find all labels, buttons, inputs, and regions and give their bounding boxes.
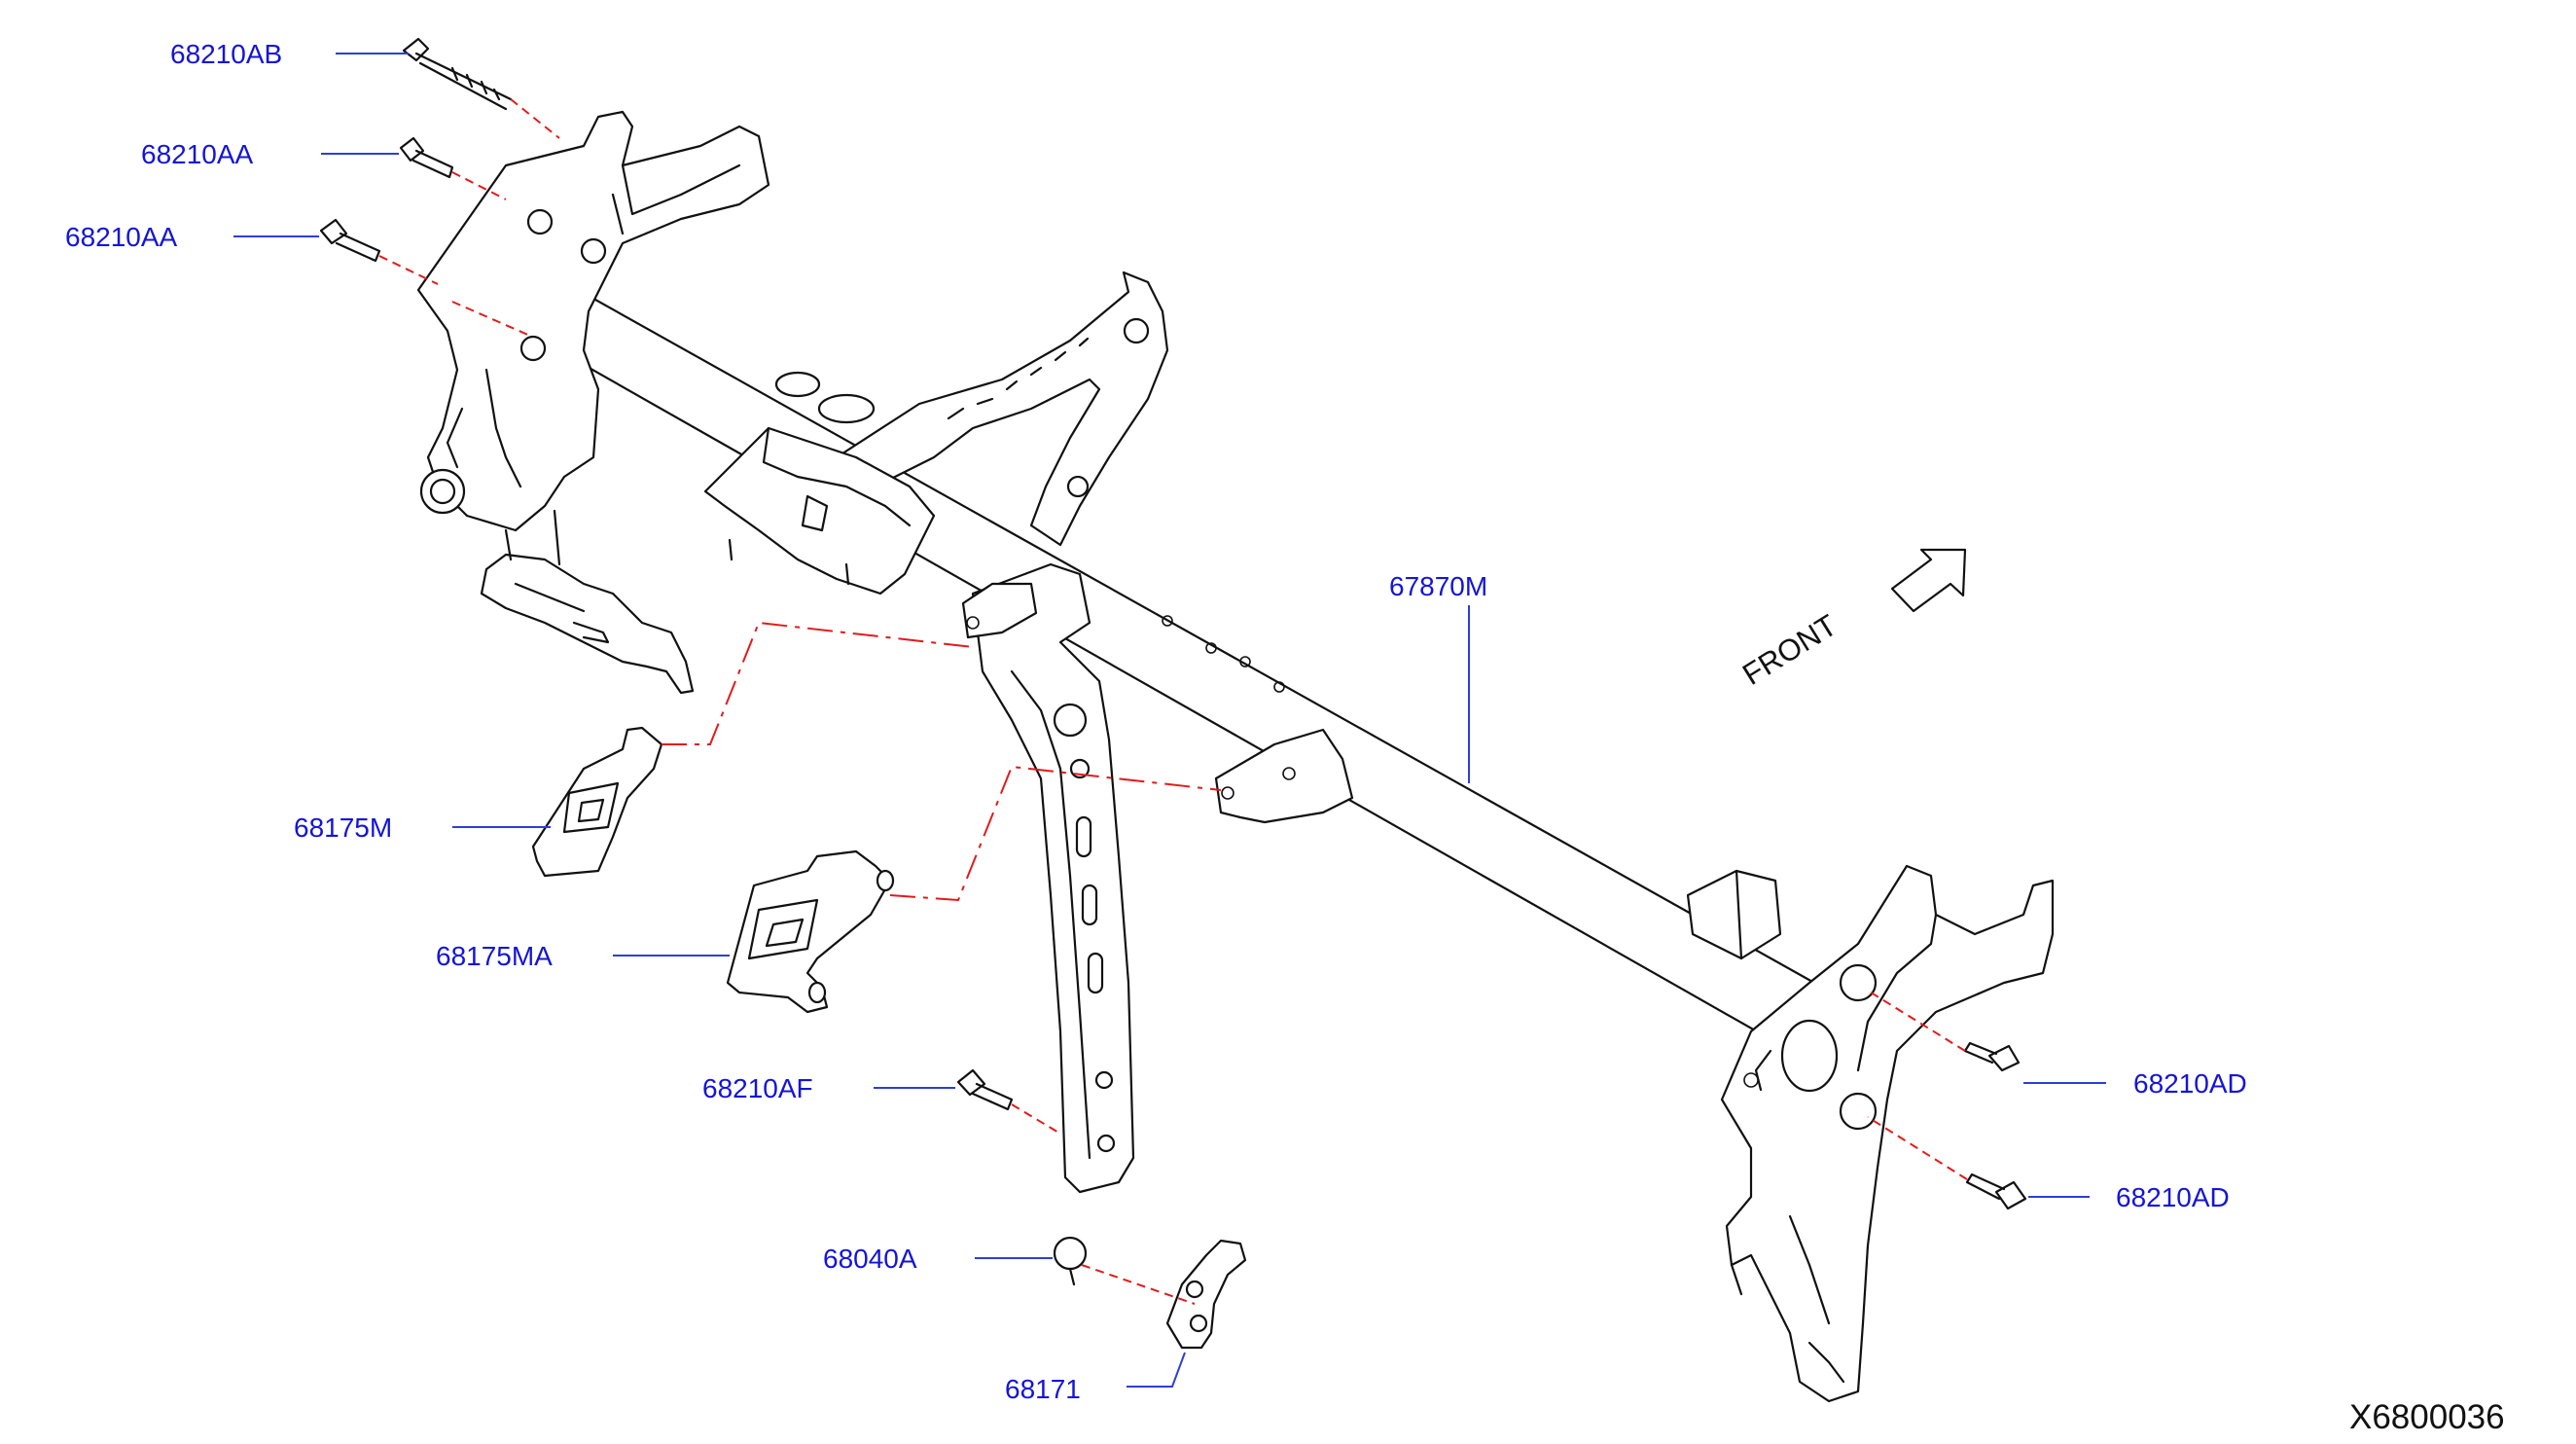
center-vertical-stay: [961, 562, 1135, 1194]
bolt-68210af: [956, 1068, 1014, 1111]
bolt-68210ad-lower: [1965, 1173, 2027, 1210]
label-68210aa-lower[interactable]: 68210AA: [65, 222, 178, 252]
mid-beam-bracket: [1214, 728, 1354, 824]
label-67870m[interactable]: 67870M: [1389, 571, 1487, 601]
bracket-68175ma: [726, 849, 895, 1014]
assembly-lines: [378, 98, 1968, 1305]
right-end-bracket: [1686, 864, 2055, 1403]
label-68210af[interactable]: 68210AF: [702, 1073, 813, 1103]
bolt-68210aa-upper: [399, 136, 454, 179]
left-end-bracket: [416, 110, 770, 695]
center-upper-bracket: [703, 271, 1169, 596]
figure-id: X6800036: [2349, 1398, 2505, 1436]
label-68210ad-upper[interactable]: 68210AD: [2133, 1068, 2247, 1099]
bolt-68210ab: [402, 37, 513, 111]
label-68175m[interactable]: 68175M: [294, 812, 392, 843]
label-68171[interactable]: 68171: [1005, 1374, 1081, 1404]
label-68175ma[interactable]: 68175MA: [436, 941, 553, 971]
bracket-68175m: [531, 726, 663, 878]
front-label: FRONT: [1736, 608, 1843, 692]
bolt-68210aa-lower: [319, 218, 381, 263]
label-68210ad-lower[interactable]: 68210AD: [2116, 1182, 2230, 1212]
leader-lines: [233, 53, 2106, 1388]
label-68210ab[interactable]: 68210AB: [170, 39, 282, 69]
label-68040a[interactable]: 68040A: [823, 1244, 917, 1274]
bolt-68210ad-upper: [1963, 1041, 2021, 1072]
clip-68040a: [1053, 1236, 1088, 1286]
label-68210aa-upper[interactable]: 68210AA: [141, 139, 254, 169]
front-arrow-icon: [1890, 548, 1967, 613]
bracket-68171: [1165, 1239, 1247, 1350]
